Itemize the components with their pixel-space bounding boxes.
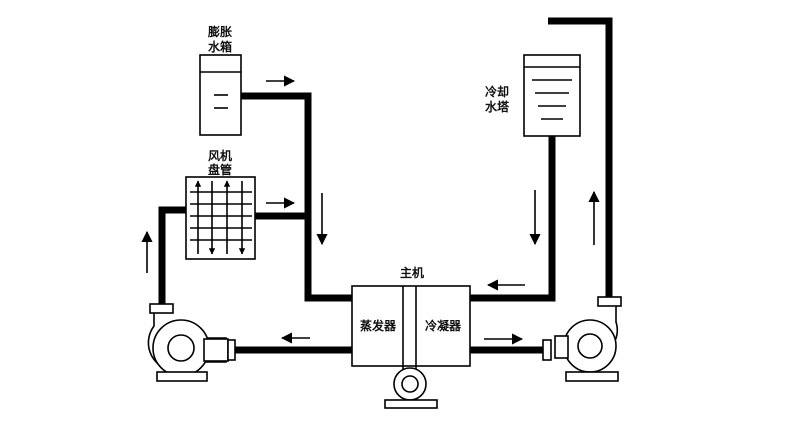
expansion-tank-label-line1: 膨胀 xyxy=(207,24,232,39)
expansion-tank-label-line2: 水箱 xyxy=(208,39,232,54)
condenser-label: 冷凝器 xyxy=(425,318,462,333)
main-chiller-unit: 主机 蒸发器 冷凝器 xyxy=(351,265,471,409)
right-pump-icon xyxy=(542,296,622,382)
fan-coil-label-line2: 盘管 xyxy=(208,162,232,177)
fan-coil-label-line1: 风机 xyxy=(208,148,232,163)
expansion-tank: 膨胀 水箱 xyxy=(199,24,242,136)
pipe-condenser-to-tower xyxy=(470,136,556,302)
main-unit-pump-icon xyxy=(384,366,438,409)
cooling-tower-label-line2: 水塔 xyxy=(485,99,510,114)
cooling-tower: 冷却 水塔 xyxy=(485,54,581,137)
left-pump-icon xyxy=(147,303,236,382)
evaporator-label: 蒸发器 xyxy=(360,318,397,333)
pipe-expansion-tank xyxy=(241,92,352,302)
pipe-tower-to-pump xyxy=(548,17,613,300)
pipe-fan-coil-to-pump xyxy=(158,206,186,306)
flow-arrows xyxy=(141,75,600,345)
pipes xyxy=(158,17,613,354)
cooling-tower-label-line1: 冷却 xyxy=(485,84,509,99)
fan-coil-unit: 风机 盘管 xyxy=(185,148,256,260)
main-unit-label: 主机 xyxy=(400,265,424,280)
